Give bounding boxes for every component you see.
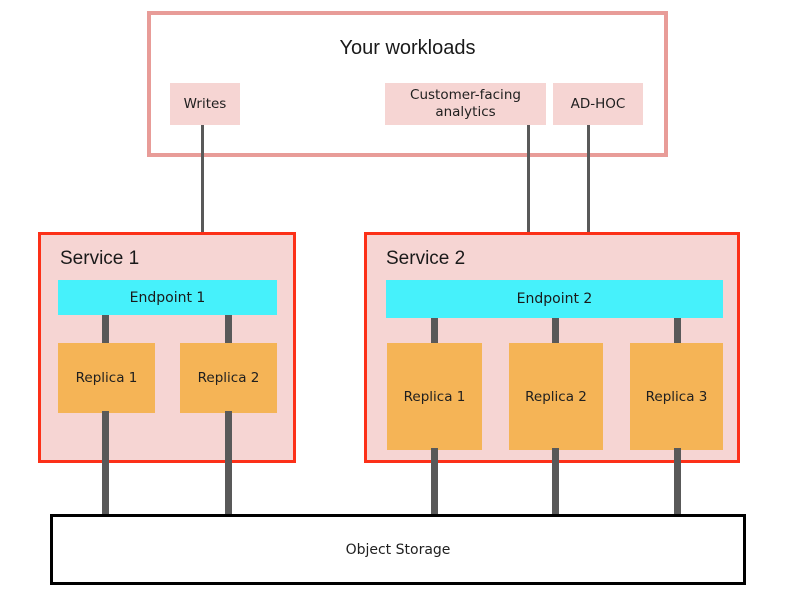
pipe-s2-replica3-to-storage: [674, 448, 681, 516]
replica-box-s2-r2[interactable]: Replica 2: [509, 343, 603, 450]
replica-label: Replica 1: [403, 388, 466, 405]
workload-chip-label: Writes: [183, 95, 227, 112]
endpoint-bar-2[interactable]: Endpoint 2: [386, 280, 723, 318]
replica-label: Replica 2: [525, 388, 587, 405]
pipe-endpoint2-to-replica1: [431, 312, 438, 354]
service-title-1: Service 1: [60, 248, 140, 269]
pipe-endpoint1-to-replica1: [102, 310, 109, 352]
endpoint-label: Endpoint 1: [129, 289, 206, 306]
pipe-s2-replica1-to-storage: [431, 448, 438, 516]
replica-box-s1-r2[interactable]: Replica 2: [180, 343, 277, 413]
replica-box-s2-r1[interactable]: Replica 1: [387, 343, 482, 450]
replica-label: Replica 3: [645, 388, 708, 405]
replica-box-s1-r1[interactable]: Replica 1: [58, 343, 155, 413]
pipe-s1-replica2-to-storage: [225, 411, 232, 516]
arrow-line-writes-to-endpoint1: [201, 125, 204, 278]
pipe-s1-replica1-to-storage: [102, 411, 109, 516]
workload-chip-ad-hoc[interactable]: AD-HOC: [553, 83, 643, 125]
workload-chip-label: Customer-facing analytics: [410, 87, 521, 120]
replica-label: Replica 2: [197, 370, 260, 386]
pipe-s2-replica2-to-storage: [552, 448, 559, 516]
arrow-line-adhoc-to-endpoint2: [587, 125, 590, 278]
service-title-2: Service 2: [386, 248, 466, 269]
object-storage-label: Object Storage: [345, 541, 451, 558]
workloads-title: Your workloads: [339, 37, 476, 59]
endpoint-bar-1[interactable]: Endpoint 1: [58, 280, 277, 315]
object-storage-box: Object Storage: [50, 514, 746, 585]
replica-box-s2-r3[interactable]: Replica 3: [630, 343, 723, 450]
workload-chip-label: AD-HOC: [570, 95, 626, 112]
arrow-line-analytics-to-endpoint2: [527, 125, 530, 278]
endpoint-label: Endpoint 2: [516, 291, 593, 307]
pipe-endpoint2-to-replica3: [674, 312, 681, 354]
pipe-endpoint2-to-replica2: [552, 312, 559, 354]
workload-chip-writes[interactable]: Writes: [170, 83, 240, 125]
workload-chip-customer-facing-analytics[interactable]: Customer-facing analytics: [385, 83, 546, 125]
replica-label: Replica 1: [75, 370, 138, 386]
pipe-endpoint1-to-replica2: [225, 310, 232, 352]
